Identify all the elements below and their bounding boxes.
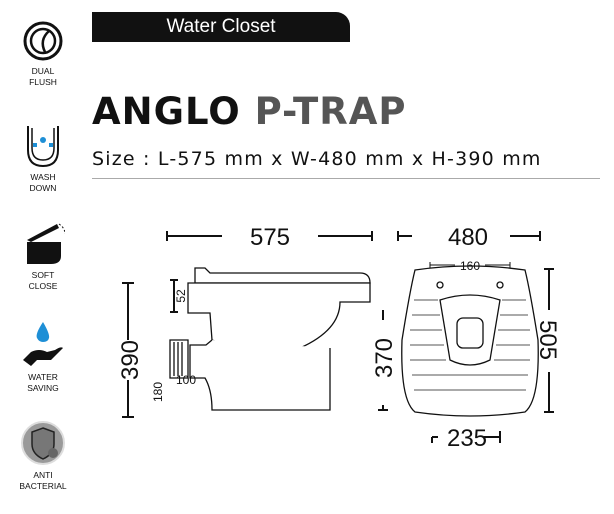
divider [92, 178, 600, 179]
soft-close-icon [27, 223, 65, 264]
dual-flush-icon [23, 21, 63, 61]
top-view-pan [401, 262, 539, 417]
height-dimension: 390 [117, 340, 144, 380]
feature-label: SOFT CLOSE [28, 270, 58, 291]
top-width-dimension: 160 [460, 259, 480, 273]
side-height-dimension: 370 [371, 338, 398, 378]
depth-dimension: 505 [534, 320, 561, 360]
anti-bacterial-icon [21, 421, 65, 465]
feature-label: DUAL FLUSH [29, 66, 57, 87]
feature-water-saving: WATER SAVING [0, 320, 86, 394]
outlet-offset-dimension: 100 [176, 373, 196, 387]
category-tag: Water Closet [92, 12, 350, 42]
feature-wash-down: WASH DOWN [0, 124, 86, 194]
bottom-width-dimension: 235 [447, 425, 487, 452]
feature-label: WASH DOWN [29, 172, 57, 193]
wash-down-icon [27, 126, 59, 168]
title-part1: ANGLO [92, 90, 241, 133]
feature-anti-bacterial: ANTI BACTERIAL [0, 420, 86, 492]
outlet-height-dimension: 180 [151, 382, 165, 402]
size-spec: Size : L-575 mm x W-480 mm x H-390 mm [92, 148, 542, 170]
dimension-lines [122, 231, 554, 443]
feature-label: ANTI BACTERIAL [19, 470, 67, 491]
rim-dimension: 52 [174, 289, 188, 303]
product-title: ANGLO P-TRAP [92, 90, 406, 133]
feature-label: WATER SAVING [27, 372, 59, 393]
width-dimension: 480 [448, 224, 488, 251]
side-view-toilet [169, 267, 371, 411]
length-dimension: 575 [250, 224, 290, 251]
feature-dual-flush: DUAL FLUSH [0, 20, 86, 88]
water-saving-icon [23, 322, 63, 366]
feature-soft-close: SOFT CLOSE [0, 222, 86, 292]
title-part2: P-TRAP [254, 90, 407, 133]
